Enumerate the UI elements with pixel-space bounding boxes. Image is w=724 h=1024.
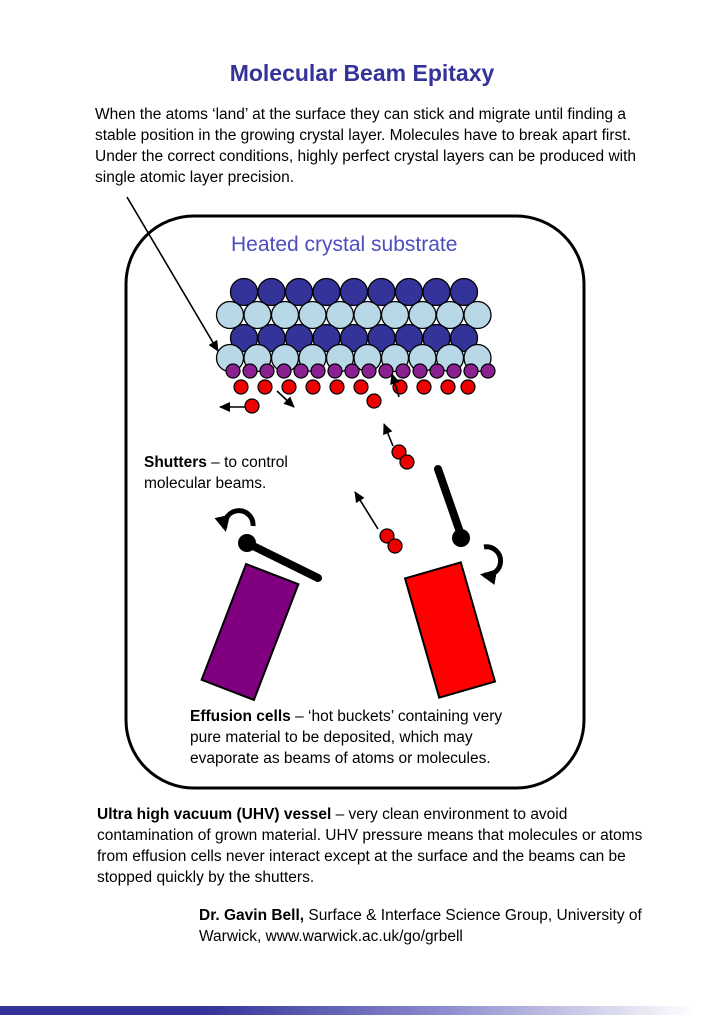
- purple-atom: [395, 363, 411, 379]
- purple-atom: [378, 363, 394, 379]
- shutters-label: Shutters – to control molecular beams.: [144, 452, 318, 494]
- purple-atom: [446, 363, 462, 379]
- red-atom: [391, 444, 407, 460]
- uhv-paragraph-bold: Ultra high vacuum (UHV) vessel: [97, 806, 332, 823]
- red-atom: [460, 379, 476, 395]
- substrate-label: Heated crystal substrate: [231, 233, 458, 256]
- footer-gradient-bar: [0, 1006, 724, 1015]
- purple-atom: [259, 363, 275, 379]
- effusion-cell-red: [403, 561, 497, 699]
- effusion-cells-label: Effusion cells – ‘hot buckets’ containin…: [190, 706, 522, 769]
- purple-atom: [276, 363, 292, 379]
- purple-atom: [412, 363, 428, 379]
- effusion-cell-purple: [200, 562, 300, 702]
- light-atom: [215, 300, 245, 330]
- red-atom: [440, 379, 456, 395]
- navy-atom: [449, 323, 479, 353]
- purple-atom: [344, 363, 360, 379]
- beam-arrow-upper: [383, 423, 394, 447]
- credit-author: Dr. Gavin Bell,: [199, 907, 305, 924]
- red-atom: [387, 538, 403, 554]
- purple-atom: [293, 363, 309, 379]
- credit-affiliation: Surface & Interface Science Group, Unive…: [199, 907, 642, 945]
- annotation-arrow: [126, 196, 219, 352]
- red-atom: [399, 454, 415, 470]
- intro-paragraph: When the atoms ‘land’ at the surface the…: [95, 106, 637, 186]
- shutters-label-rest: – to control molecular beams.: [144, 454, 288, 492]
- uhv-paragraph-rest: – very clean environment to avoid contam…: [97, 806, 643, 886]
- left-rotation-arrow: [214, 508, 256, 532]
- crystal-lattice: [215, 277, 496, 554]
- purple-atom: [429, 363, 445, 379]
- red-atom: [244, 398, 260, 414]
- red-atom: [353, 379, 369, 395]
- purple-atom: [327, 363, 343, 379]
- purple-atom: [463, 363, 479, 379]
- purple-atom: [480, 363, 496, 379]
- left-shutter-pivot: [238, 534, 256, 552]
- navy-atom: [449, 277, 479, 307]
- beam-arrow-lower: [354, 491, 379, 530]
- page-title: Molecular Beam Epitaxy: [229, 60, 495, 86]
- right-rotation-arrow: [480, 544, 504, 585]
- purple-atom: [361, 363, 377, 379]
- red-atom: [379, 528, 395, 544]
- purple-atom: [310, 363, 326, 379]
- desorption-arrow-up: [390, 373, 400, 398]
- red-atom: [281, 379, 297, 395]
- left-shutter-arm: [243, 539, 322, 582]
- uhv-paragraph: Ultra high vacuum (UHV) vessel – very cl…: [97, 804, 649, 888]
- red-atom: [329, 379, 345, 395]
- red-atom: [366, 393, 382, 409]
- red-atom: [257, 379, 273, 395]
- red-atom: [305, 379, 321, 395]
- migration-arrow-diagonal: [276, 390, 295, 408]
- red-atom: [233, 379, 249, 395]
- right-shutter-pivot: [452, 529, 470, 547]
- uhv-vessel-outline: [124, 214, 586, 790]
- effusion-label-bold: Effusion cells: [190, 708, 291, 725]
- right-shutter-arm: [434, 465, 465, 539]
- purple-atom: [242, 363, 258, 379]
- credit-line: Dr. Gavin Bell, Surface & Interface Scie…: [199, 905, 679, 947]
- effusion-label-rest: – ‘hot buckets’ containing very pure mat…: [190, 708, 503, 767]
- shutters-label-bold: Shutters: [144, 454, 207, 471]
- light-atom: [463, 300, 492, 330]
- red-atom: [416, 379, 432, 395]
- purple-atom: [225, 363, 241, 379]
